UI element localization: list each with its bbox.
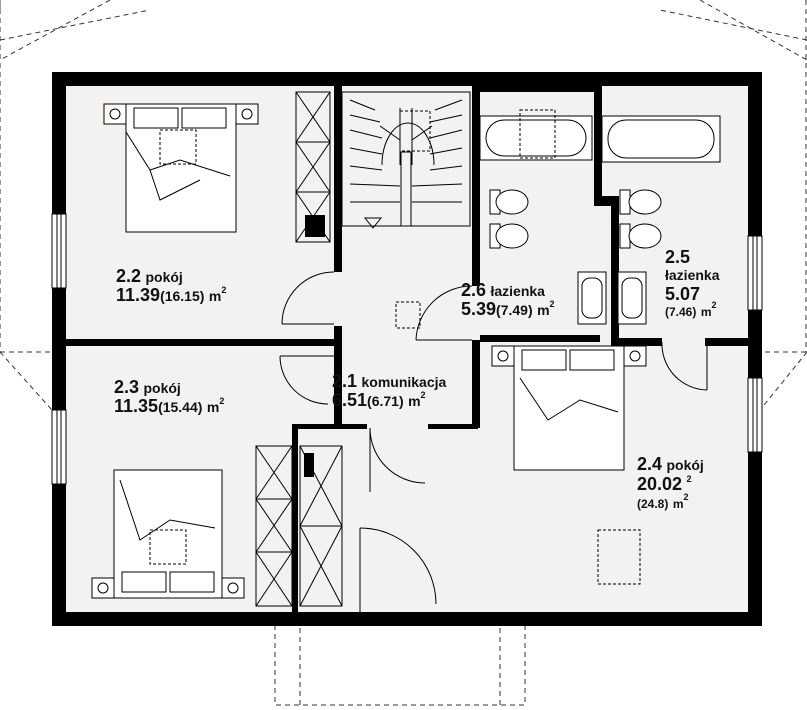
room-area-total: (7.49) [496,302,533,318]
area-unit: m [206,399,220,415]
door-swings [279,271,708,612]
area-unit-exponent: 2 [549,299,555,309]
room-2-5-label: 2.5 łazienka 5.07 (7.46) m2 [665,248,719,321]
area-unit: m [672,496,684,511]
bed-room-2-3 [91,469,245,599]
room-area-total: (24.8) [637,496,669,511]
area-unit: m [537,302,550,318]
bathtubs [479,109,721,163]
windows [51,213,763,485]
room-area-total: (6.71) [367,393,404,409]
area-unit: m [408,393,421,409]
room-number: 2.3 [114,377,140,397]
room-area-total: (16.15) [160,288,205,304]
bed-room-2-4 [491,345,647,585]
room-name: pokój [143,380,181,396]
area-unit-exponent: 2 [420,390,426,400]
area-unit-exponent: 2 [221,285,227,295]
room-area: 20.02 [637,473,683,494]
area-unit-exponent: 2 [683,491,689,502]
room-name: pokój [145,269,183,285]
area-unit-exponent: 2 [711,300,717,311]
staircase [341,91,471,229]
room-area: 11.39 [116,285,161,305]
room-name: łazienka [665,266,720,283]
room-area: 5.07 [665,283,701,304]
room-area: 6.51 [332,390,368,410]
room-name: pokój [666,457,704,473]
room-number: 2.2 [116,266,142,286]
area-unit: m [208,288,222,304]
area-unit-exponent: 2 [686,473,692,484]
sanitary-fixtures [395,189,662,329]
room-2-2-label: 2.2 pokój 11.39(16.15) m2 [116,267,226,305]
room-area-total: (7.46) [665,305,697,320]
room-number: 2.4 [637,454,663,474]
room-number: 2.6 [461,280,487,300]
bed-room-2-2 [103,103,259,233]
room-number: 2.5 [665,247,691,267]
area-unit-exponent: 2 [219,396,225,406]
room-2-4-label: 2.4 pokój 20.02 2 (24.8) m2 [637,454,704,512]
room-2-1-label: 2.1 komunikacja 6.51(6.71) m2 [332,372,446,410]
walls [52,72,762,626]
room-area: 5.39 [461,299,497,319]
room-2-3-label: 2.3 pokój 11.35(15.44) m2 [114,378,224,416]
wardrobes [255,91,343,607]
room-number: 2.1 [332,371,358,391]
room-name: komunikacja [361,374,447,390]
room-area: 11.35 [114,396,159,416]
room-area-total: (15.44) [158,399,203,415]
area-unit: m [700,305,712,320]
room-2-6-label: 2.6 łazienka 5.39(7.49) m2 [461,281,555,319]
room-name: łazienka [490,283,545,299]
